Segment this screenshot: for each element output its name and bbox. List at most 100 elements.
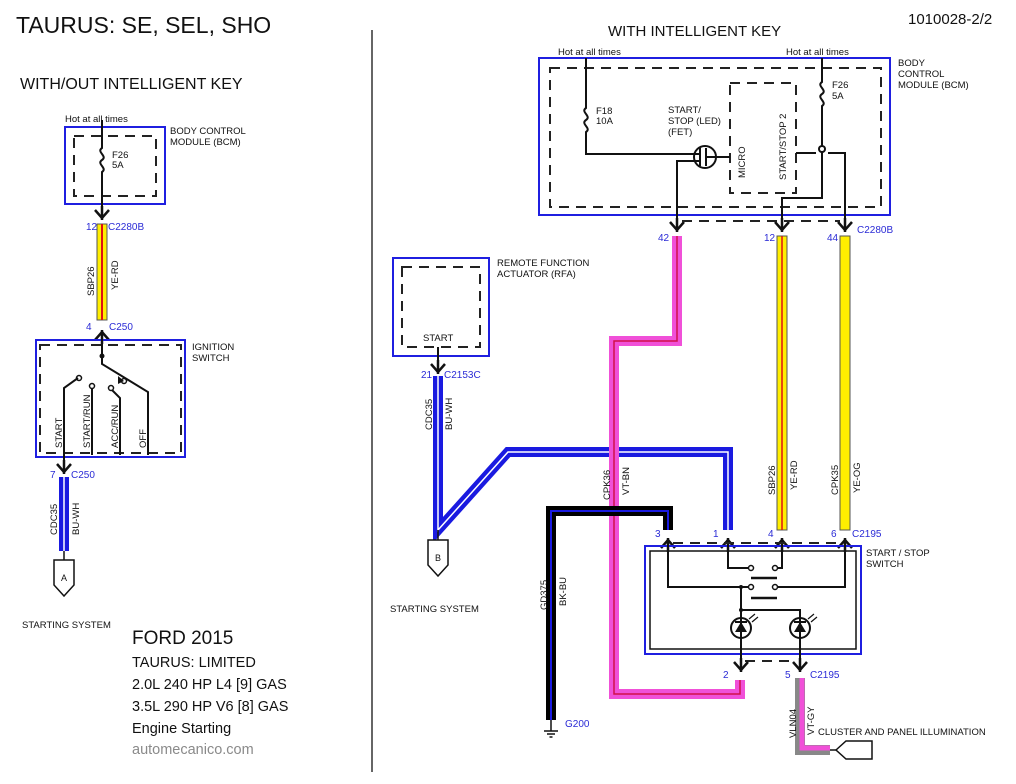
led-icon-2 bbox=[789, 613, 818, 639]
left-conn-mid-name: C250 bbox=[109, 322, 133, 333]
cpk36-color: VT-BN bbox=[621, 467, 632, 495]
switch-conn-top: C2195 bbox=[852, 529, 882, 540]
left-hot-label: Hot at all times bbox=[65, 114, 128, 125]
switch-conn-bottom: C2195 bbox=[810, 670, 840, 681]
right-bcm-box bbox=[538, 57, 891, 216]
left-wire1-color: YE-RD bbox=[110, 260, 121, 290]
vehicle-info: FORD 2015 TAURUS: LIMITED 2.0L 240 HP L4… bbox=[132, 628, 288, 758]
rfa-wire-circuit: CDC35 bbox=[424, 399, 435, 430]
ignition-switch-box bbox=[35, 339, 186, 458]
bcm-pin-44-arrow bbox=[836, 216, 854, 234]
bcm-pin-44: 44 bbox=[827, 233, 839, 244]
fuse-f26-rating: 5A bbox=[832, 91, 844, 102]
fet-label-2: STOP (LED) bbox=[668, 116, 721, 127]
switch-pin-5: 5 bbox=[785, 670, 791, 681]
rfa-inner bbox=[401, 266, 481, 348]
fuse-f26-icon bbox=[781, 58, 826, 232]
left-conn-top-pin: 12 bbox=[86, 222, 98, 233]
footer-engine-1: 2.0L 240 HP L4 [9] GAS bbox=[132, 677, 287, 693]
bcm-pin-42: 42 bbox=[658, 233, 670, 244]
footer-model: TAURUS: LIMITED bbox=[132, 655, 256, 671]
cpk35-circuit: CPK35 bbox=[830, 465, 841, 495]
left-conn-bot-name: C250 bbox=[71, 470, 95, 481]
rfa-wire-color: BU-WH bbox=[444, 398, 455, 430]
ground-icon bbox=[544, 720, 558, 738]
start-stop-switch-box bbox=[644, 545, 862, 655]
ign-label-2: SWITCH bbox=[192, 353, 230, 364]
left-bcm-label-2: MODULE (BCM) bbox=[170, 137, 241, 148]
sbp26-circuit: SBP26 bbox=[767, 465, 778, 495]
right-bcm-inner bbox=[549, 67, 882, 208]
offpage-connector-b[interactable] bbox=[427, 539, 449, 578]
offpage-connector-a[interactable] bbox=[53, 559, 75, 598]
right-hot-label-1: Hot at all times bbox=[558, 47, 621, 58]
offpage-a-label: A bbox=[61, 573, 67, 583]
cpk35-color: YE-OG bbox=[852, 462, 863, 493]
left-bcm-label-1: BODY CONTROL bbox=[170, 126, 246, 137]
page-title: TAURUS: SE, SEL, SHO bbox=[16, 12, 271, 38]
vln04-color: VT-GY bbox=[806, 706, 817, 735]
left-conn-mid-pin: 4 bbox=[86, 322, 92, 333]
right-bcm-label-3: MODULE (BCM) bbox=[898, 80, 969, 91]
right-diagram: WITH INTELLIGENT KEY Hot at all times Ho… bbox=[390, 23, 986, 760]
left-diagram: WITH/OUT INTELLIGENT KEY Hot at all time… bbox=[20, 76, 246, 631]
footer-brand: FORD 2015 bbox=[132, 628, 233, 649]
ground-label: G200 bbox=[565, 719, 590, 730]
sbp26-color: YE-RD bbox=[789, 460, 800, 490]
switch-pin-6: 6 bbox=[831, 529, 837, 540]
right-bcm-label-1: BODY bbox=[898, 58, 926, 69]
ignition-switch-inner bbox=[39, 344, 182, 454]
vln04-circuit: VLN04 bbox=[788, 709, 799, 738]
switch-pin-4: 4 bbox=[768, 529, 774, 540]
rfa-conn-name: C2153C bbox=[444, 370, 481, 381]
start-stop-switch-inner bbox=[649, 550, 857, 650]
footer-site[interactable]: automecanico.com bbox=[132, 742, 254, 758]
left-fuse-name: F26 bbox=[112, 150, 128, 161]
left-bcm-inner bbox=[73, 135, 157, 197]
rfa-box bbox=[392, 257, 490, 357]
switch-pin-3: 3 bbox=[655, 529, 661, 540]
fuse-f18-icon bbox=[583, 58, 700, 155]
left-wire1-circuit: SBP26 bbox=[86, 266, 97, 296]
fet-label-3: (FET) bbox=[668, 127, 692, 138]
left-conn-bot-pin: 7 bbox=[50, 470, 56, 481]
fuse-f18-name: F18 bbox=[596, 106, 612, 117]
bcm-pin-42-arrow bbox=[668, 216, 686, 234]
switch-label-1: START / STOP bbox=[866, 548, 930, 559]
rfa-pin: 21 bbox=[421, 370, 433, 381]
right-section-title: WITH INTELLIGENT KEY bbox=[608, 23, 781, 40]
ign-pos-acc-run: ACC/RUN bbox=[110, 405, 121, 448]
rfa-label-2: ACTUATOR (RFA) bbox=[497, 269, 576, 280]
bcm-pin-12: 12 bbox=[764, 233, 776, 244]
ss2-label: START/STOP 2 bbox=[778, 114, 789, 180]
left-wire2-circuit: CDC35 bbox=[49, 504, 60, 535]
ign-pos-start-run: START/RUN bbox=[82, 394, 93, 448]
illumination-connector[interactable] bbox=[834, 740, 873, 760]
left-dest-label: STARTING SYSTEM bbox=[22, 620, 111, 631]
micro-label: MICRO bbox=[737, 146, 748, 178]
fet-label-1: START/ bbox=[668, 105, 701, 116]
rfa-start-label: START bbox=[423, 333, 453, 344]
wire-cpk35 bbox=[839, 235, 851, 531]
led-icon-1 bbox=[730, 613, 759, 639]
right-hot-label-2: Hot at all times bbox=[786, 47, 849, 58]
left-conn-arrow-3 bbox=[55, 458, 73, 476]
switch-pin-2: 2 bbox=[723, 670, 729, 681]
right-bcm-label-2: CONTROL bbox=[898, 69, 944, 80]
illum-label: CLUSTER AND PANEL ILLUMINATION bbox=[818, 727, 986, 738]
footer-engine-2: 3.5L 290 HP V6 [8] GAS bbox=[132, 699, 288, 715]
left-wire2-color: BU-WH bbox=[71, 503, 82, 535]
left-conn-arrow-1 bbox=[93, 204, 111, 222]
switch-label-2: SWITCH bbox=[866, 559, 904, 570]
gd375-circuit: GD375 bbox=[539, 580, 550, 610]
left-fuse-rating: 5A bbox=[112, 160, 124, 171]
cpk36-circuit: CPK36 bbox=[602, 470, 613, 500]
left-conn-top-name: C2280B bbox=[108, 222, 144, 233]
ign-label-1: IGNITION bbox=[192, 342, 234, 353]
footer-system: Engine Starting bbox=[132, 721, 231, 737]
left-fuse-icon bbox=[99, 120, 105, 218]
ign-pos-off: OFF bbox=[138, 429, 149, 448]
switch-pin-1: 1 bbox=[713, 529, 719, 540]
rfa-label-1: REMOTE FUNCTION bbox=[497, 258, 589, 269]
